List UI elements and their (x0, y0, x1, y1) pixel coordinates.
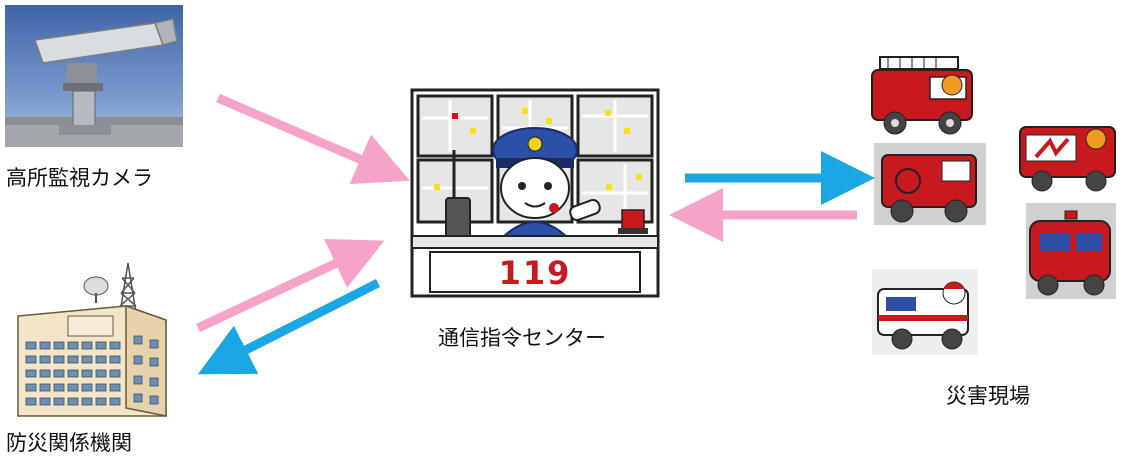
red-car-icon (1026, 203, 1116, 299)
command-center-illustration: 119 (410, 88, 660, 298)
arrow-camera-to-center (216, 93, 410, 185)
label-scene: 災害現場 (946, 384, 1030, 408)
arrow-center-to-agencies (197, 278, 381, 375)
center-sign-119: 119 (498, 254, 572, 292)
disaster-scene-vehicles (860, 35, 1123, 365)
ladder-truck-icon (871, 56, 973, 135)
fire-pump-truck-icon (874, 143, 986, 225)
surveillance-camera-photo (5, 5, 183, 147)
label-camera: 高所監視カメラ (6, 166, 153, 190)
ambulance-icon (872, 269, 978, 355)
label-agencies: 防災関係機関 (6, 431, 132, 455)
arrow-agencies-to-center (196, 239, 385, 333)
disaster-agency-building (8, 258, 173, 423)
label-center: 通信指令センター (438, 326, 606, 350)
command-car-icon (1019, 126, 1116, 192)
